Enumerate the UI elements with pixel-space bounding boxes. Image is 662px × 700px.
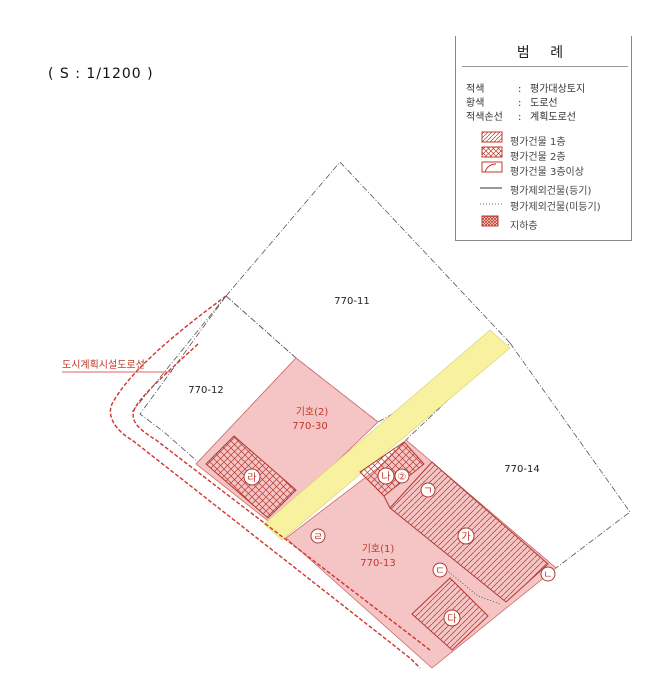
legend-symbol-label: 평가건물 3층이상 [510,167,584,178]
parcel-label-770-14: 770-14 [504,464,539,475]
swatch-basement [481,215,499,227]
marker-na [377,467,395,485]
legend-box: 범 례 적색: 평가대상토지 황색: 도로선 적색손선: 계획도로선 평가건물 1층 [455,36,632,241]
label-ga: 가 [461,531,470,543]
parcel-770-12-boundary [139,295,297,463]
marker-ri [310,528,326,544]
legend-swatches [480,131,503,227]
legend-symbol-label: 지하층 [510,221,538,232]
plan-road-line-inner [132,343,431,651]
legend-symbol-label: 평가건물 2층 [510,152,566,163]
legend-title: 범 례 [516,45,572,61]
label-na: 나 [381,471,390,483]
legend-entry-key: 적색손선 [466,112,503,123]
legend-entry-plan-road: 적색손선: 계획도로선 [466,108,576,123]
marker-ra [243,468,261,486]
legend-entry-yellow: 황색: 도로선 [466,94,558,109]
marker-di [432,562,448,578]
building-na [359,441,425,497]
label-ra: 라 [247,472,256,484]
legend-entry-key: 적색 [466,84,485,95]
label-di: ㄷ [435,566,444,577]
legend-entry-red: 적색: 평가대상토지 [466,80,585,95]
parcel-label-770-30-number: 770-30 [292,421,327,432]
legend-entry-sep: : [518,112,522,123]
scale-label: ( S : 1/1200 ) [48,66,154,82]
parcel-label-770-30-title: 기호(2) [296,406,329,418]
legend-entry-value: 평가대상토지 [530,84,586,95]
plan-road-annotation: 도시계획시설도로선 [62,359,145,371]
swatch-floor3-arc [484,163,497,173]
legend-entry-sep: : [518,98,522,109]
label-da: 다 [447,613,456,625]
legend-symbol-label: 평가건물 1층 [510,137,566,148]
label-gi: ㄱ [423,486,432,497]
parcel-label-770-12: 770-12 [188,385,223,396]
marker-ni [540,566,556,582]
marker-ga [457,527,475,545]
parcel-label-770-13-number: 770-13 [360,558,395,569]
legend-entry-value: 도로선 [530,98,558,109]
legend-divider [462,66,628,67]
label-na-sub: ② [398,472,407,483]
unregistered-edge [383,495,391,509]
legend-entry-key: 황색 [466,98,485,109]
legend-entry-sep: : [518,84,522,95]
parcel-label-770-11: 770-11 [334,296,369,307]
marker-na-2 [394,468,410,484]
parcel-label-770-13-title: 기호(1) [362,543,395,555]
swatch-floor1 [481,131,503,143]
swatch-floor2 [481,146,503,158]
road-band [263,329,511,541]
legend-symbol-label: 평가제외건물(등기) [510,186,592,197]
legend-symbol-label: 평가제외건물(미등기) [510,202,601,213]
marker-gi [420,482,436,498]
legend-border [631,36,632,240]
legend-entry-value: 계획도로선 [530,112,576,123]
label-ni: ㄴ [543,570,552,581]
plan-road-line-outer [109,295,421,669]
label-ri: ㄹ [313,532,322,543]
marker-da [443,609,461,627]
swatch-floor3 [481,161,503,173]
